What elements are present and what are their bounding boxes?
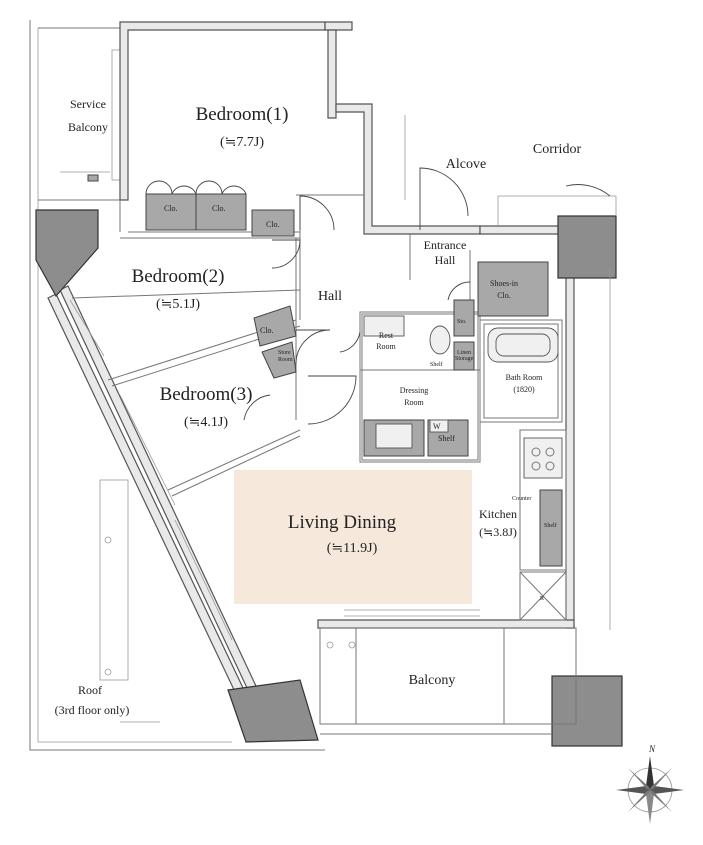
label-w: W bbox=[433, 422, 441, 431]
label-living-dining-name: Living Dining bbox=[288, 512, 397, 533]
closet-bedroom1-left bbox=[145, 193, 197, 231]
linen-storage bbox=[453, 341, 475, 371]
label-clo-1: Clo. bbox=[164, 204, 178, 213]
fixture-labels: Clo. Clo. Clo. Clo. Store Room Sto. Line… bbox=[164, 204, 557, 602]
label-bedroom3-name: Bedroom(3) bbox=[160, 384, 253, 405]
label-counter: Counter bbox=[512, 496, 531, 502]
label-kitchen-name: Kitchen bbox=[479, 507, 517, 521]
service-balcony bbox=[38, 27, 121, 201]
label-clo-4: Clo. bbox=[260, 326, 274, 335]
label-sto: Sto. bbox=[457, 319, 467, 325]
label-balcony: Balcony bbox=[409, 673, 456, 688]
label-kitchen-size: (≒3.8J) bbox=[479, 525, 517, 539]
label-bedroom1-name: Bedroom(1) bbox=[196, 104, 289, 125]
label-bedroom1-size: (≒7.7J) bbox=[220, 135, 264, 150]
label-dressing-room-2: Room bbox=[404, 398, 424, 407]
kitchen-stove bbox=[523, 437, 563, 479]
label-entrance-hall-1: Entrance bbox=[424, 238, 467, 252]
label-living-dining-size: (≒11.9J) bbox=[327, 541, 378, 556]
label-bedroom2-name: Bedroom(2) bbox=[132, 266, 225, 287]
label-service-balcony-2: Balcony bbox=[68, 120, 108, 134]
storage-sto bbox=[453, 299, 475, 337]
label-r: R bbox=[540, 596, 544, 602]
label-store-room-2: Room bbox=[278, 357, 293, 363]
fixtures bbox=[363, 315, 559, 363]
exterior-walls bbox=[47, 21, 575, 695]
label-shoes-in-2: Clo. bbox=[497, 291, 511, 300]
label-shoes-in-1: Shoes-in bbox=[490, 279, 518, 288]
kitchen-shelf bbox=[539, 489, 563, 567]
closet-bedroom2 bbox=[253, 305, 297, 347]
roof-outline bbox=[29, 20, 325, 751]
label-roof-2: (3rd floor only) bbox=[55, 703, 130, 717]
rest-room-basin bbox=[363, 315, 405, 337]
label-shelf-kitchen: Shelf bbox=[544, 522, 557, 529]
shoes-in-closet bbox=[477, 261, 549, 317]
room-labels: Service Balcony Bedroom(1) (≒7.7J) Bedro… bbox=[55, 97, 582, 717]
label-dressing-room-1: Dressing bbox=[400, 386, 428, 395]
label-linen-2: Storage bbox=[455, 356, 474, 362]
label-shelf-dressing: Shelf bbox=[438, 434, 455, 443]
label-bath-room-1: Bath Room bbox=[506, 373, 543, 382]
structural-columns bbox=[35, 209, 623, 747]
label-clo-2: Clo. bbox=[212, 204, 226, 213]
closets bbox=[145, 180, 563, 567]
label-clo-3: Clo. bbox=[266, 220, 280, 229]
compass-rose-icon: N bbox=[616, 744, 684, 824]
label-rest-room-1: Rest bbox=[379, 331, 394, 340]
angled-windows bbox=[69, 299, 233, 641]
label-roof-1: Roof bbox=[78, 683, 102, 697]
corridor-outline bbox=[404, 115, 617, 630]
label-hall: Hall bbox=[318, 289, 342, 304]
label-alcove: Alcove bbox=[446, 157, 486, 172]
living-dining-area bbox=[234, 470, 472, 604]
toilet-icon bbox=[429, 325, 451, 355]
compass-north-label: N bbox=[648, 744, 656, 754]
label-corridor: Corridor bbox=[533, 142, 582, 157]
closet-hall bbox=[251, 209, 295, 237]
store-room bbox=[261, 341, 297, 379]
label-shelf-rest: Shelf bbox=[430, 361, 443, 368]
label-linen-1: Linen bbox=[457, 350, 471, 356]
label-entrance-hall-2: Hall bbox=[435, 253, 456, 267]
label-store-room-1: Store bbox=[278, 350, 291, 356]
doors bbox=[243, 167, 611, 425]
label-bedroom2-size: (≒5.1J) bbox=[156, 297, 200, 312]
label-rest-room-2: Room bbox=[376, 342, 396, 351]
label-service-balcony-1: Service bbox=[70, 97, 106, 111]
closet-bedroom1-right bbox=[195, 193, 247, 231]
label-bedroom3-size: (≒4.1J) bbox=[184, 415, 228, 430]
label-bath-room-2: (1820) bbox=[513, 385, 535, 394]
